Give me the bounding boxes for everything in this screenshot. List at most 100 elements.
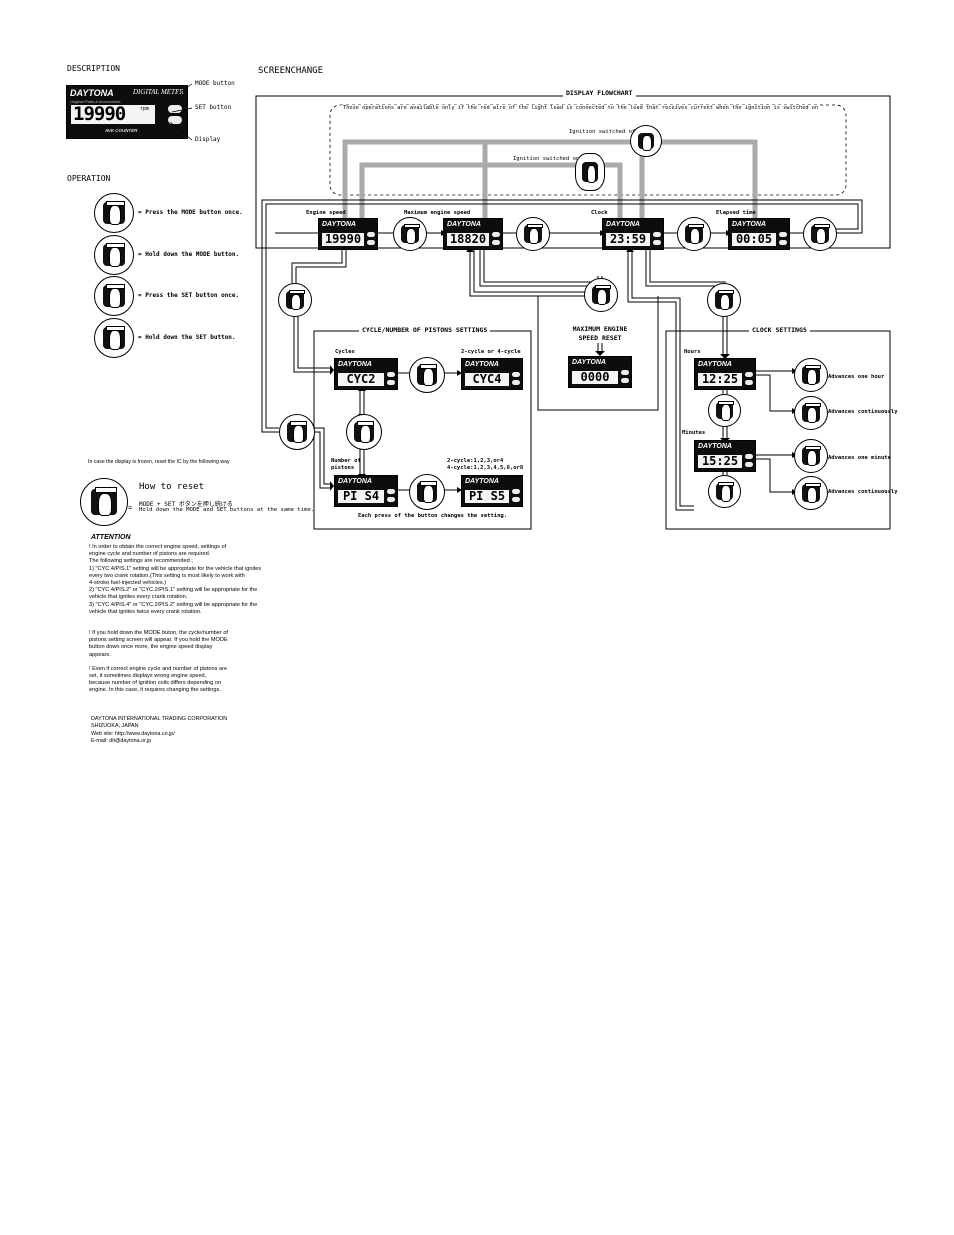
pistons-options-2cycle: 2-cycle:1,2,3,or4: [447, 458, 504, 464]
advances-one-minute: Advances one minute: [828, 455, 891, 461]
press-set-once-icon: [94, 276, 134, 316]
advances-continuously-hours: Advances continuously: [828, 409, 898, 415]
attention-line: button down once more, the engine speed …: [89, 644, 213, 651]
pis5-meter: DAYTONA PI S5: [461, 475, 523, 507]
pis5-value: PI S5: [465, 490, 509, 503]
engine-speed-value: 19990: [322, 233, 364, 246]
mode-press-icon: [516, 217, 550, 251]
reset-equals: =: [128, 504, 133, 512]
attention-line: ! If you hold down the MODE buton, the c…: [89, 630, 228, 637]
hold-mode-icon: [94, 235, 134, 275]
pis4-value: PI S4: [338, 490, 384, 503]
hours-label: Hours: [684, 349, 701, 355]
operation-item-1: = Press the MODE button once.: [138, 209, 243, 216]
meter-brand: DAYTONA: [338, 361, 372, 368]
pistons-label-line-2: pistons: [331, 465, 355, 471]
pistons-options-4cycle: 4-cycle:1,2,3,4,5,6,or8: [447, 465, 524, 471]
key-off-icon: [630, 125, 662, 157]
reset-note: In case the display is frozen, reset the…: [88, 459, 230, 465]
meter-brand: DAYTONA: [698, 443, 732, 450]
meter-brand: DAYTONA: [465, 478, 499, 485]
meter-brand: DAYTONA: [322, 221, 356, 228]
description-meter: DAYTONA Original Parts & Accessories DIG…: [66, 85, 188, 139]
minutes-meter: DAYTONA 15:25: [694, 440, 756, 472]
company-line: DAYTONA INTERNATIONAL TRADING CORPORATIO…: [91, 716, 228, 722]
ignition-off-label: Ignition switched off: [569, 129, 639, 135]
set-press-icon: [409, 357, 445, 393]
cycle-footer: Each press of the button changes the set…: [358, 513, 508, 519]
meter-model: DIGITAL METER: [133, 88, 184, 96]
clock-settings-title: CLOCK SETTINGS: [749, 326, 810, 334]
meter-subtitle: Original Parts & Accessories: [70, 99, 121, 104]
attention-line: engine. In this case, it requires changi…: [89, 687, 221, 694]
meter-footer: AVE COUNTER: [105, 128, 138, 133]
minutes-label: Minutes: [682, 430, 706, 436]
operation-item-4: = Hold down the SET button.: [138, 334, 236, 341]
max-reset-title-line-1: MAXIMUM ENGINE: [572, 325, 628, 333]
attention-line: 3) "CYC.4/PIS.4" or "CYC.2/PIS.2" settin…: [89, 601, 258, 608]
attention-line: set, it sometimes displays wrong engine …: [89, 673, 207, 680]
description-leader-lines: [169, 83, 193, 141]
meter-brand: DAYTONA: [572, 359, 606, 366]
meter-brand: DAYTONA: [447, 221, 481, 228]
pistons-label: Number of pistons: [331, 458, 361, 472]
meter-brand: DAYTONA: [698, 361, 732, 368]
company-line: SHIZUOKA, JAPAN: [91, 723, 139, 730]
attention-line: vehicle that ignites twice every crank r…: [89, 608, 202, 615]
cycles-label: Cycles: [335, 349, 355, 355]
set-press-icon: [794, 358, 828, 392]
hold-set-icon: [94, 318, 134, 358]
attention-line: 1) "CYC.4/PIS.1" setting will be appropr…: [89, 565, 262, 572]
max-reset-title: MAXIMUM ENGINE SPEED RESET: [558, 325, 642, 343]
clock-value: 23:59: [606, 233, 650, 246]
attention-line: 2) "CYC.4/PIS.2" or "CYC.2/PIS.1" settin…: [89, 587, 258, 594]
elapsed-time-value: 00:05: [732, 233, 776, 246]
operation-item-2: = Hold down the MODE button.: [138, 251, 240, 258]
attention-line: every two crank rotation.(This setting i…: [89, 572, 245, 579]
engine-speed-label: Engine speed: [306, 210, 346, 216]
cyc2-value: CYC2: [338, 373, 384, 386]
attention-line: ! In order to obtain the correct engine …: [89, 544, 227, 550]
key-on-icon: [575, 153, 605, 191]
pis4-meter: DAYTONA PI S4: [334, 475, 398, 507]
pistons-label-line-1: Number of: [331, 458, 361, 464]
minutes-value: 15:25: [698, 455, 742, 468]
meter-brand: DAYTONA: [465, 361, 499, 368]
mode-press-icon: [708, 394, 741, 427]
mode-button-label: MODE button: [195, 80, 235, 87]
meter-brand: DAYTONA: [70, 88, 114, 98]
press-mode-once-icon: [94, 193, 134, 233]
ignition-on-label: Ignition switched on: [513, 156, 580, 162]
meter-mode-button[interactable]: [168, 105, 182, 113]
set-button-label: SET button: [195, 104, 232, 111]
attention-line: ! Even if correct engine cycle and numbe…: [89, 665, 228, 672]
advances-one-hour: Advances one hour: [828, 374, 885, 380]
max-engine-speed-label: Maximum engine speed: [404, 210, 471, 216]
mode-hold-icon: [278, 283, 312, 317]
set-hold-icon: [794, 396, 828, 430]
attention-line: The following settings are recommended ;: [89, 558, 193, 565]
cycle-option-label: 2-cycle or 4-cycle: [461, 349, 521, 355]
clock-label: Clock: [591, 210, 608, 216]
display-label: Display: [195, 136, 221, 143]
mode-press-icon: [803, 217, 837, 251]
operation-heading: OPERATION: [67, 174, 111, 183]
rpm-unit: rpm: [140, 106, 150, 112]
set-hold-icon: [707, 283, 741, 317]
meter-set-button[interactable]: [168, 116, 182, 124]
operation-item-3: = Press the SET button once.: [138, 292, 240, 299]
company-info: DAYTONA INTERNATIONAL TRADING CORPORATIO…: [91, 716, 227, 746]
attention-line: because number of ignition coils differs…: [89, 680, 222, 687]
clock-meter: DAYTONA 23:59: [602, 218, 664, 250]
reset-en: Hold down the MODE and SET buttons at th…: [139, 507, 315, 513]
cyc2-meter: DAYTONA CYC2: [334, 358, 398, 390]
reset-buttons-icon: [80, 478, 128, 526]
meter-brand: DAYTONA: [338, 478, 372, 485]
meter-brand: DAYTONA: [606, 221, 640, 228]
attention-line: vehicle that ignites every crank rotatio…: [89, 594, 188, 601]
attention-line: 4-stroke fuel-injected vehicles.): [89, 580, 167, 587]
mode-press-icon: [677, 217, 711, 251]
set-hold-icon: [584, 278, 618, 312]
